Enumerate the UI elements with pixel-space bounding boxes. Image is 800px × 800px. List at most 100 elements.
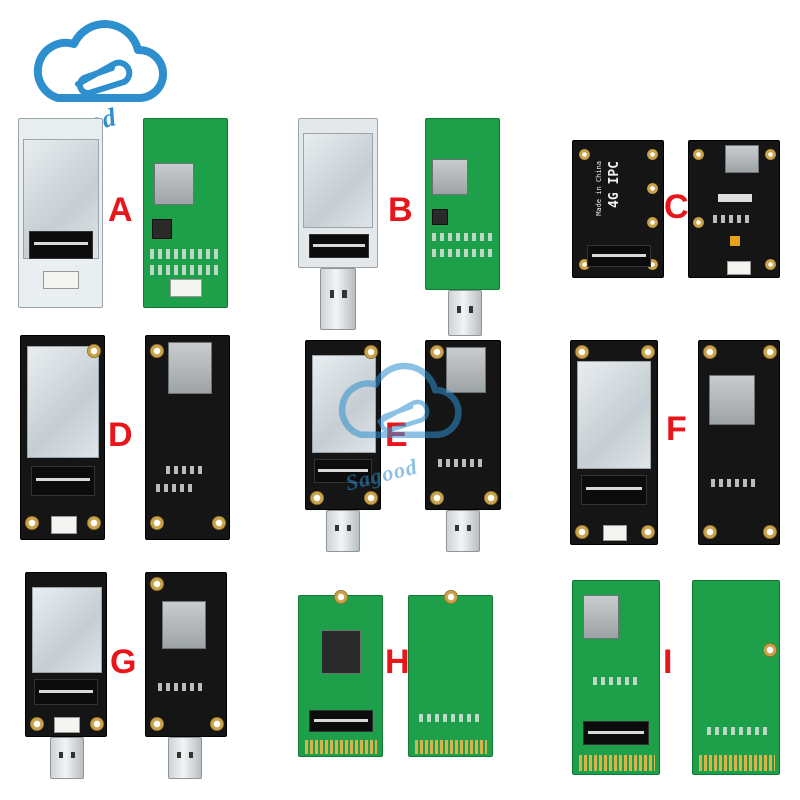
mount-hole <box>641 345 655 359</box>
mount-hole <box>334 590 348 604</box>
mount-hole <box>150 516 164 530</box>
mount-hole <box>647 149 658 160</box>
panel-label: D <box>108 416 133 454</box>
sim-slot <box>583 595 619 639</box>
panel-label: F <box>666 410 687 448</box>
mount-hole <box>641 525 655 539</box>
panel-label: I <box>663 643 673 681</box>
board-front <box>25 572 107 737</box>
sim-slot <box>432 159 468 195</box>
panel-label: G <box>110 643 137 681</box>
mount-hole <box>575 345 589 359</box>
power-connector <box>51 516 77 534</box>
board-front <box>298 590 383 757</box>
components <box>166 466 206 474</box>
mount-hole <box>575 525 589 539</box>
power-connector <box>170 279 202 297</box>
board-front <box>20 335 105 540</box>
sim-slot <box>168 342 212 394</box>
edge-connector <box>305 740 377 754</box>
mount-hole <box>647 217 658 228</box>
mount-hole <box>87 516 101 530</box>
minipcie-slot <box>309 710 373 732</box>
mount-hole <box>647 259 658 270</box>
chip <box>152 219 172 239</box>
board-front <box>18 118 103 379</box>
board-back <box>408 590 493 757</box>
power-connector <box>727 261 751 275</box>
minipcie-slot <box>587 245 651 267</box>
board-front <box>570 340 658 545</box>
mount-hole <box>693 217 704 228</box>
board-front <box>298 118 378 268</box>
power-connector <box>54 717 80 733</box>
edge-connector <box>699 755 775 771</box>
mount-hole <box>25 516 39 530</box>
metal-shield <box>32 587 102 673</box>
mount-hole <box>703 345 717 359</box>
components <box>150 265 222 275</box>
mount-hole <box>763 525 777 539</box>
mount-hole <box>364 345 378 359</box>
edge-connector <box>579 755 655 771</box>
chip <box>432 209 448 225</box>
led <box>729 235 741 247</box>
mount-hole <box>212 516 226 530</box>
panel-label: A <box>108 191 133 229</box>
mount-hole <box>430 491 444 505</box>
minipcie-slot <box>29 231 93 259</box>
usb-plug <box>320 268 356 330</box>
mount-hole <box>87 344 101 358</box>
minipcie-slot <box>583 721 649 745</box>
components <box>156 484 196 492</box>
metal-shield <box>577 361 651 469</box>
power-connector <box>603 525 627 541</box>
board-back <box>698 340 780 545</box>
sim-slot <box>725 145 759 173</box>
metal-shield <box>27 346 99 458</box>
board-back <box>145 572 227 737</box>
mount-hole <box>430 345 444 359</box>
mount-hole <box>484 491 498 505</box>
components <box>713 215 753 223</box>
label-sticker <box>717 193 753 203</box>
minipcie-slot <box>31 466 95 496</box>
cloud-watermark-icon <box>338 362 462 438</box>
mount-hole <box>703 525 717 539</box>
sim-slot <box>709 375 755 425</box>
mount-hole <box>150 717 164 731</box>
panel-label: H <box>385 643 410 681</box>
mount-hole <box>647 183 658 194</box>
components <box>707 727 767 735</box>
panel-label: B <box>388 191 413 229</box>
cloud-link-icon <box>33 20 167 102</box>
mount-hole <box>765 259 776 270</box>
components <box>432 249 494 257</box>
mount-hole <box>210 717 224 731</box>
board-back <box>425 118 500 290</box>
board-back <box>692 580 780 775</box>
components <box>158 683 202 691</box>
components <box>711 479 755 487</box>
sim-slot <box>446 347 486 393</box>
metal-shield <box>303 133 373 228</box>
sim-slot <box>162 601 206 649</box>
mount-hole <box>765 149 776 160</box>
mount-hole <box>150 577 164 591</box>
usb-plug <box>50 737 84 779</box>
mount-hole <box>30 717 44 731</box>
board-front: 4G IPC Made in China <box>572 140 664 278</box>
components <box>419 714 483 722</box>
usb-plug <box>446 510 480 552</box>
mount-hole <box>579 149 590 160</box>
board-front <box>572 580 660 775</box>
mount-hole <box>693 149 704 160</box>
mount-hole <box>310 491 324 505</box>
mount-hole <box>763 345 777 359</box>
usb-plug <box>448 290 482 336</box>
panel-label: C <box>664 188 689 226</box>
components <box>150 249 222 259</box>
minipcie-slot <box>581 475 647 505</box>
mount-hole <box>763 643 777 657</box>
board-back <box>143 118 228 308</box>
